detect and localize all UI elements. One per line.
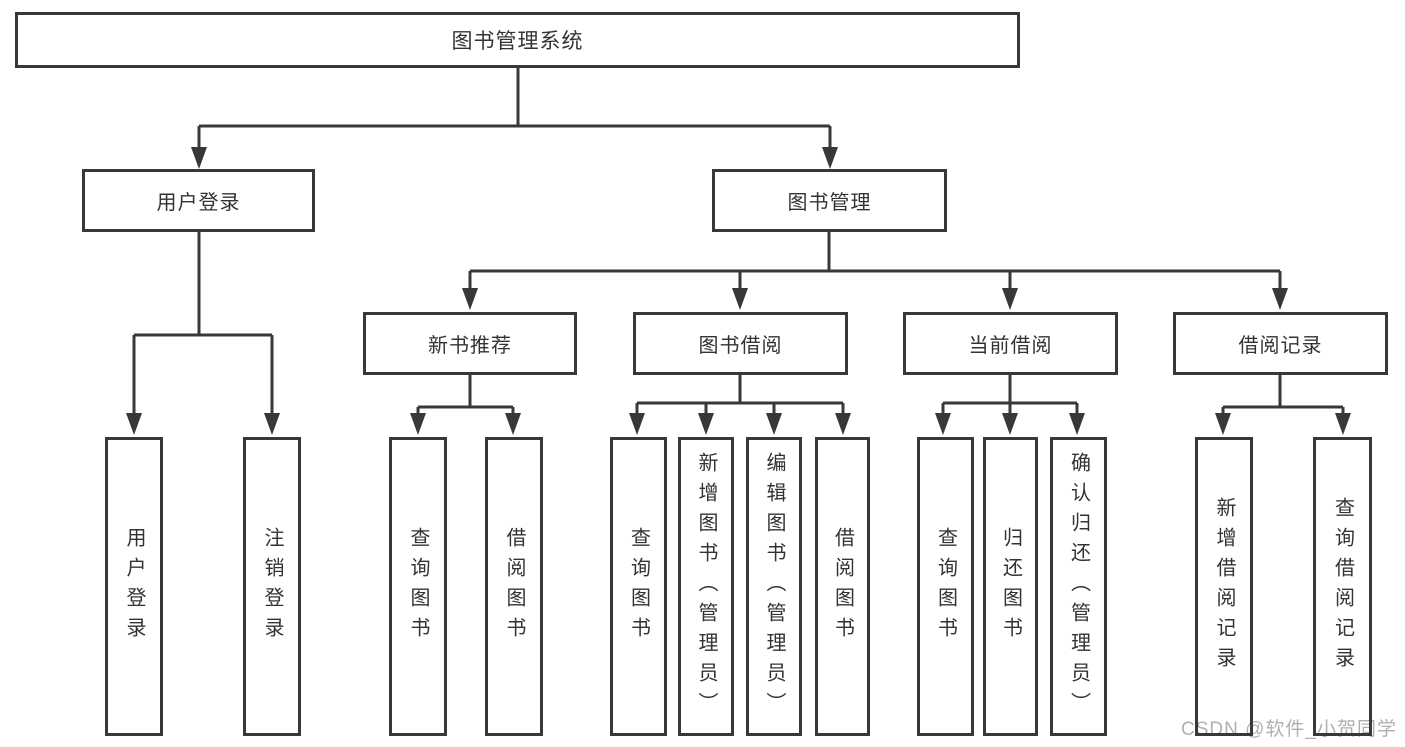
arrowhead	[1272, 288, 1288, 310]
arrowhead	[766, 413, 782, 435]
leaf-label: 编辑图书（管理员）	[763, 451, 785, 722]
arrowhead	[410, 413, 426, 435]
node-library-management-system: 图书管理系统	[15, 12, 1020, 68]
connector-book-mgmt-level2	[468, 232, 1282, 290]
leaf-return-books: 归还图书	[983, 437, 1038, 736]
leaf-label: 新增图书（管理员）	[695, 451, 717, 722]
leaf-query-books: 查询图书	[610, 437, 667, 736]
leaf-label: 确认归还（管理员）	[1067, 451, 1090, 722]
leaf-label: 借阅图书	[831, 526, 854, 647]
arrowhead	[1215, 413, 1231, 435]
leaf-label: 借阅图书	[503, 526, 525, 647]
leaf-label: 注销登录	[261, 526, 283, 647]
arrowhead	[698, 413, 714, 435]
arrowhead	[1002, 288, 1018, 310]
leaf-label: 查询图书	[934, 526, 957, 647]
arrowhead	[822, 147, 838, 169]
leaf-query-borrow-record: 查询借阅记录	[1313, 437, 1372, 736]
leaf-query-books: 查询图书	[389, 437, 447, 736]
leaf-label: 查询图书	[407, 526, 429, 647]
node-current-borrowing: 当前借阅	[903, 312, 1118, 375]
node-label: 借阅记录	[1238, 335, 1323, 357]
leaf-label: 新增借阅记录	[1213, 496, 1235, 677]
leaf-confirm-return-admin: 确认归还（管理员）	[1050, 437, 1107, 736]
arrowhead	[126, 413, 142, 435]
node-label: 当前借阅	[968, 335, 1053, 357]
leaf-label: 归还图书	[999, 526, 1022, 647]
arrowhead	[264, 413, 280, 435]
connector-new-books-leaves	[416, 375, 515, 415]
connector-book-borrowing-leaves	[635, 375, 845, 415]
arrowhead	[1069, 413, 1085, 435]
leaf-query-books: 查询图书	[917, 437, 974, 736]
arrowhead	[835, 413, 851, 435]
leaf-borrow-books: 借阅图书	[815, 437, 870, 736]
node-book-management: 图书管理	[712, 169, 947, 232]
leaf-borrow-books: 借阅图书	[485, 437, 543, 736]
connector-user-login-leaves	[132, 232, 274, 415]
leaf-user-login: 用户登录	[105, 437, 163, 736]
node-label: 图书管理系统	[451, 30, 584, 53]
leaf-edit-book-admin: 编辑图书（管理员）	[746, 437, 802, 736]
arrowhead	[462, 288, 478, 310]
leaf-add-book-admin: 新增图书（管理员）	[678, 437, 734, 736]
connector-root-level1	[197, 68, 832, 149]
arrowhead	[629, 413, 645, 435]
connector-borrow-records-leaves	[1221, 375, 1345, 415]
node-borrow-records: 借阅记录	[1173, 312, 1388, 375]
node-label: 新书推荐	[428, 335, 512, 357]
arrowhead	[191, 147, 207, 169]
node-label: 图书借阅	[698, 335, 783, 357]
node-label: 用户登录	[156, 192, 241, 214]
node-book-borrowing: 图书借阅	[633, 312, 848, 375]
arrowhead	[732, 288, 748, 310]
connector-current-borrowing-leaves	[941, 375, 1079, 415]
arrowhead	[935, 413, 951, 435]
node-new-book-recommend: 新书推荐	[363, 312, 577, 375]
arrowhead	[1002, 413, 1018, 435]
leaf-logout: 注销登录	[243, 437, 301, 736]
node-label: 图书管理	[787, 192, 872, 214]
leaf-label: 查询借阅记录	[1331, 496, 1354, 677]
arrowhead	[505, 413, 521, 435]
leaf-add-borrow-record: 新增借阅记录	[1195, 437, 1253, 736]
leaf-label: 查询图书	[627, 526, 650, 647]
arrowhead	[1335, 413, 1351, 435]
node-user-login: 用户登录	[82, 169, 315, 232]
leaf-label: 用户登录	[123, 526, 145, 647]
csdn-watermark: CSDN @软件_小贺同学	[1181, 719, 1397, 740]
